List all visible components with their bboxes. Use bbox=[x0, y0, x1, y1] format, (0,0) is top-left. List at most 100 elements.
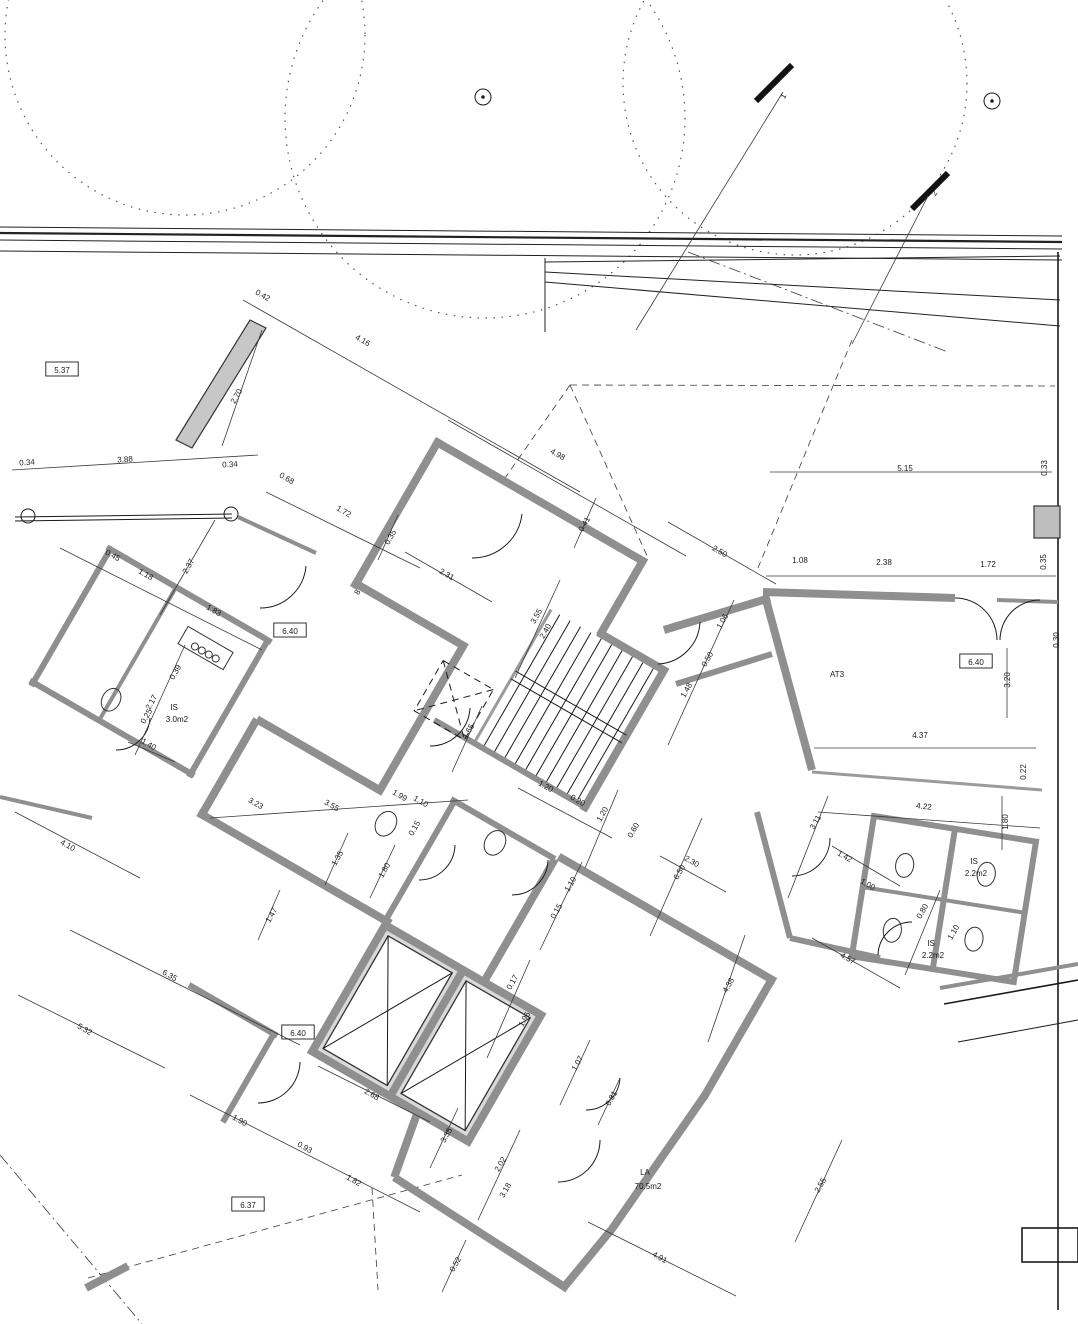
dim-label: 1.80 bbox=[377, 861, 393, 879]
section-mark-1 bbox=[753, 62, 795, 104]
room-label-is-right-2: IS bbox=[927, 939, 935, 948]
dim-label: 5.15 bbox=[897, 464, 913, 473]
room-area-la: 70.5m2 bbox=[635, 1182, 662, 1191]
dim-label: 0.80 bbox=[915, 902, 931, 920]
dim-label: 1.42 bbox=[836, 849, 854, 865]
dim-label: 1.80 bbox=[1001, 814, 1010, 830]
dim-label: 0.50 bbox=[700, 650, 716, 668]
dim-label: 0.52 bbox=[448, 1255, 464, 1273]
dim-label: 4.22 bbox=[916, 801, 933, 812]
dim-label: 1.10 bbox=[412, 794, 430, 810]
wc-block-right bbox=[848, 812, 1040, 986]
dim-label: 4.16 bbox=[354, 333, 372, 349]
door-arcs bbox=[115, 513, 1041, 1183]
sink-icon bbox=[204, 650, 213, 659]
section-markers bbox=[635, 62, 951, 345]
dim-label: 0.34 bbox=[222, 459, 239, 469]
shaft-duct bbox=[413, 659, 495, 741]
dim-label: 3.18 bbox=[498, 1181, 514, 1199]
boxed-dim-640-right-box bbox=[959, 653, 993, 669]
dim-label: 2.37 bbox=[181, 557, 197, 575]
dim-label: 1.10 bbox=[563, 875, 579, 893]
sink-icon bbox=[197, 646, 206, 655]
sink-counter bbox=[177, 625, 234, 671]
elevator-shafts bbox=[306, 919, 547, 1147]
dim-label: 0.31 bbox=[604, 1089, 620, 1107]
dim-label: 1.72 bbox=[980, 560, 996, 569]
site-lines bbox=[0, 226, 1063, 1310]
survey-point-icon bbox=[983, 92, 1001, 110]
dim-label: 4.91 bbox=[651, 1250, 669, 1266]
dim-label: 2.55 bbox=[813, 1176, 829, 1194]
dim-label: 1.07 bbox=[570, 1054, 586, 1072]
dim-label: 1.72 bbox=[335, 504, 353, 520]
room-label-is-right-1: IS bbox=[970, 857, 978, 866]
dim-label: 4.10 bbox=[59, 838, 77, 854]
dim-label: 1.65 bbox=[461, 722, 477, 740]
dim-label: 2.40 bbox=[538, 622, 554, 640]
dim-label: 4.98 bbox=[549, 447, 567, 463]
boxed-dim-637-box bbox=[231, 1196, 265, 1212]
boxed-dim-640-left-box bbox=[273, 622, 307, 638]
site-wall-bar bbox=[0, 319, 317, 1292]
section-number-2: 2 bbox=[929, 189, 939, 198]
dim-label: 3.20 bbox=[1003, 672, 1012, 688]
dim-label: 1.18 bbox=[137, 567, 155, 583]
room-area-is-left: 3.0m2 bbox=[166, 715, 189, 724]
dim-label: 1.82 bbox=[345, 1173, 363, 1189]
dim-label: 0.39 bbox=[168, 663, 184, 681]
dim-label: 4.37 bbox=[912, 731, 928, 740]
left-wing bbox=[28, 544, 273, 779]
bottom-left-rooms bbox=[187, 982, 279, 1124]
door-number: 8 bbox=[352, 588, 362, 597]
dim-label: 1.35 bbox=[330, 849, 346, 867]
sink-icon bbox=[190, 642, 199, 651]
railing-post-icon bbox=[20, 508, 36, 524]
dim-label: 2.38 bbox=[876, 558, 892, 567]
boxed-dim-537-box bbox=[45, 361, 79, 377]
staircase bbox=[474, 608, 654, 800]
dim-label: 0.15 bbox=[407, 819, 423, 837]
dim-label: 5.32 bbox=[76, 1022, 94, 1038]
dim-label: 2.02 bbox=[493, 1155, 509, 1173]
dim-label: 1.20 bbox=[537, 779, 555, 795]
dim-label: 3.11 bbox=[808, 813, 824, 831]
dim-label: 0.60 bbox=[626, 821, 642, 839]
dim-label: 1.99 bbox=[391, 788, 409, 804]
room-area-is-right-2: 2.2m2 bbox=[922, 951, 945, 960]
toilet-icon bbox=[100, 687, 122, 712]
plan-labels: 5.376.406.406.406.37AT3IS3.0m2IS2.2m2IS2… bbox=[19, 92, 1061, 1274]
toilet-icon bbox=[483, 830, 507, 856]
dim-label: 0.17 bbox=[505, 973, 521, 991]
right-wing bbox=[662, 588, 1078, 1263]
dim-label: 0.42 bbox=[254, 288, 272, 304]
dim-label: 3.23 bbox=[247, 796, 265, 812]
dim-label: 0.34 bbox=[19, 457, 36, 467]
toilet-icon bbox=[882, 917, 902, 943]
dim-label: 0.30 bbox=[1052, 632, 1061, 648]
section-number-1: 1 bbox=[778, 92, 788, 101]
room-label-at3: AT3 bbox=[830, 670, 845, 679]
boxed-dim-640-bottom: 6.40 bbox=[290, 1029, 306, 1038]
la-room-walls bbox=[390, 853, 778, 1293]
dim-label: 0.35 bbox=[1039, 554, 1048, 570]
sink-icon bbox=[211, 654, 220, 663]
dim-label: 4.38 bbox=[721, 976, 737, 994]
dim-label: 2.50 bbox=[711, 544, 729, 560]
dim-label: 1.47 bbox=[264, 906, 280, 924]
building-core bbox=[28, 437, 778, 1293]
boxed-dim-637: 6.37 bbox=[240, 1201, 256, 1210]
room-label-la: LA bbox=[640, 1168, 650, 1177]
dimension-lines bbox=[11, 299, 1056, 1297]
dim-label: 6.50 bbox=[672, 863, 688, 881]
dim-label: 0.33 bbox=[1040, 460, 1049, 476]
dim-label: 1.10 bbox=[946, 923, 962, 941]
dotted-arcs bbox=[4, 0, 1001, 319]
dim-label: 0.22 bbox=[1019, 764, 1028, 780]
room-label-is-left: IS bbox=[170, 703, 178, 712]
room-area-is-right-1: 2.2m2 bbox=[965, 869, 988, 878]
toilet-icon bbox=[374, 810, 398, 837]
survey-point-icon bbox=[474, 88, 492, 106]
dim-label: 0.68 bbox=[278, 471, 296, 487]
